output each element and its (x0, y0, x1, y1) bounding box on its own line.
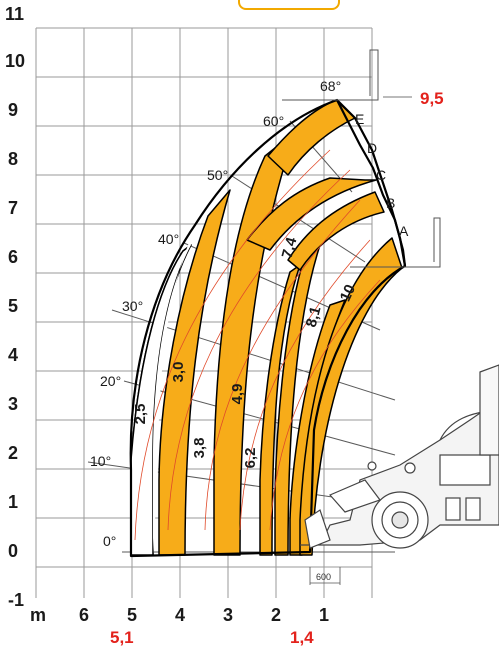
band-value: 2,5 (132, 404, 149, 425)
band-value: 3,8 (191, 438, 208, 459)
x-axis-labels: m 6 5 4 3 2 1 (30, 605, 329, 625)
dimension-600: 600 (309, 567, 341, 585)
x-tick-label: 6 (79, 605, 89, 625)
angle-label: 50° (207, 167, 228, 183)
top-tab (238, 0, 340, 10)
band-b7 (246, 177, 377, 251)
callouts: 9,5 5,1 1,4 (110, 89, 444, 647)
x-tick-label: 5 (127, 605, 137, 625)
y-tick-label: 5 (8, 296, 18, 316)
x-tick-label: 3 (223, 605, 233, 625)
y-tick-label: 1 (8, 492, 18, 512)
angle-label: 60° (263, 113, 284, 129)
angle-label: 30° (122, 298, 143, 314)
band-value: 7,4 (279, 235, 301, 260)
dimension-label: 600 (316, 572, 331, 582)
y-tick-label: -1 (8, 590, 24, 610)
x-tick-label: 2 (271, 605, 281, 625)
extension-label-b: B (386, 195, 395, 211)
band-value: 3,0 (170, 362, 187, 383)
max-height-callout: 9,5 (420, 89, 444, 108)
extension-labels: A B C D E (355, 111, 409, 239)
extension-label-a: A (399, 223, 409, 239)
angle-label: 10° (90, 453, 111, 469)
y-tick-label: 4 (8, 345, 18, 365)
band-values: 2,5 3,0 3,8 4,9 6,2 7,4 8,1 10 (132, 235, 359, 468)
y-tick-label: 10 (5, 51, 25, 71)
angle-labels: 0° 10° 20° 30° 40° 50° 60° 68° (90, 78, 341, 549)
extension-label-d: D (367, 140, 377, 156)
x-tick-label: 1 (319, 605, 329, 625)
envelope (129, 98, 407, 558)
angle-label: 40° (158, 231, 179, 247)
angle-label: 68° (320, 78, 341, 94)
min-reach-callout: 1,4 (290, 628, 314, 647)
extension-label-e: E (355, 111, 364, 127)
y-tick-label: 6 (8, 247, 18, 267)
band-b1 (158, 189, 231, 556)
y-tick-label: 11 (5, 4, 24, 24)
x-axis-unit: m (30, 605, 46, 625)
y-tick-label: 7 (8, 198, 18, 218)
y-tick-label: 0 (8, 541, 18, 561)
band-b8 (287, 191, 385, 271)
angle-label: 0° (103, 533, 116, 549)
max-reach-callout: 5,1 (110, 628, 134, 647)
angle-label: 20° (100, 373, 121, 389)
y-axis-labels: -1 0 1 2 3 4 5 6 7 8 9 10 11 (5, 4, 25, 610)
fork-icons (282, 49, 441, 268)
y-tick-label: 9 (8, 100, 18, 120)
y-tick-label: 3 (8, 394, 18, 414)
band-value: 6,2 (242, 448, 259, 469)
telehandler-icon (300, 364, 499, 549)
y-tick-label: 8 (8, 149, 18, 169)
band-value: 8,1 (303, 305, 325, 330)
band-value: 4,9 (229, 384, 246, 405)
reach-arcs (134, 149, 381, 541)
band-value: 10 (337, 282, 359, 304)
extension-label-c: C (376, 167, 386, 183)
x-tick-label: 4 (175, 605, 185, 625)
y-tick-label: 2 (8, 443, 18, 463)
